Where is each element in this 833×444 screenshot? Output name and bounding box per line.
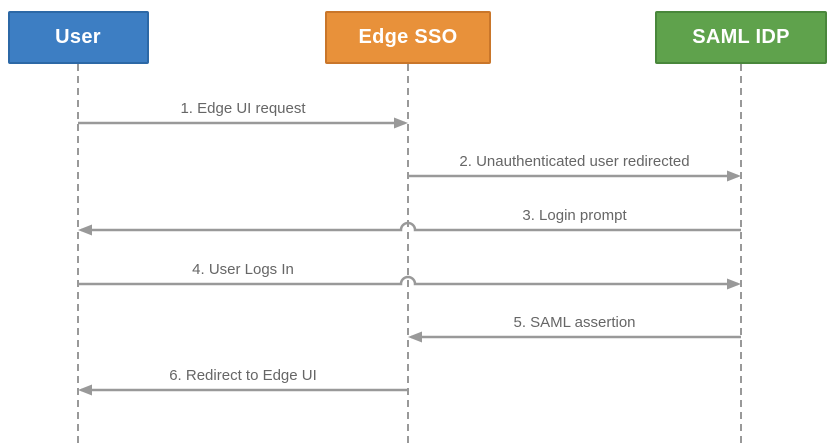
message-label-2: 2. Unauthenticated user redirected [459,153,690,170]
actor-label-saml-idp: SAML IDP [692,26,790,48]
message-label-5: 5. SAML assertion [513,314,636,331]
message-line-3 [81,221,741,232]
actor-label-edge-sso: Edge SSO [358,26,458,48]
message-label-3: 3. Login prompt [522,207,627,224]
message-line-4 [78,275,738,286]
arrowhead-5 [408,331,422,343]
message-label-6: 6. Redirect to Edge UI [169,367,317,384]
arrowhead-6 [78,384,92,396]
actor-box-edge-sso: Edge SSO [325,11,491,64]
actor-box-user: User [7,11,149,64]
actor-label-user: User [55,26,101,48]
message-label-1: 1. Edge UI request [180,100,306,117]
arrowhead-2 [727,170,741,182]
actor-box-saml-idp: SAML IDP [655,11,827,64]
arrowhead-1 [394,117,408,129]
arrowhead-4 [727,278,741,290]
arrowhead-3 [78,224,92,236]
message-label-4: 4. User Logs In [192,261,294,278]
